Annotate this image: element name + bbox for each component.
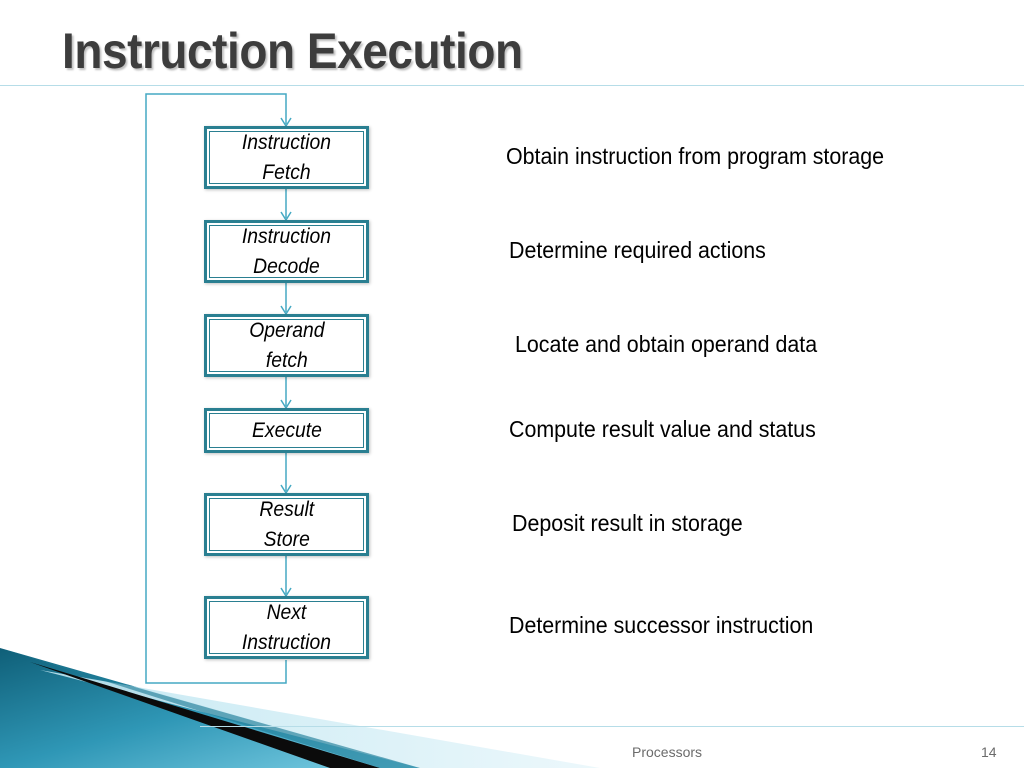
loop-back-line xyxy=(145,93,287,684)
stage-description: Determine successor instruction xyxy=(509,612,814,638)
stage-label: Execute xyxy=(251,418,322,442)
title-underline xyxy=(0,85,1024,86)
stage-label: Result Store xyxy=(259,497,314,551)
stage-box-operand-fetch: Operand fetch xyxy=(204,314,369,377)
stage-label: Operand fetch xyxy=(248,318,325,372)
stage-label: Instruction Fetch xyxy=(241,130,332,184)
slide-title: Instruction Execution xyxy=(62,23,523,79)
stage-box-execute: Execute xyxy=(204,408,369,453)
stage-box-instruction-decode: Instruction Decode xyxy=(204,220,369,283)
decorative-swoosh xyxy=(0,648,600,768)
footer-label: Processors xyxy=(632,744,703,760)
stage-label: Next Instruction xyxy=(241,600,332,654)
stage-box-instruction-fetch: Instruction Fetch xyxy=(204,126,369,189)
stage-box-next-instruction: Next Instruction xyxy=(204,596,369,659)
stage-box-result-store: Result Store xyxy=(204,493,369,556)
stage-description: Locate and obtain operand data xyxy=(515,331,818,357)
footer-divider xyxy=(200,726,1024,727)
stage-label: Instruction Decode xyxy=(241,224,332,278)
stage-description: Deposit result in storage xyxy=(512,510,743,536)
stage-description: Compute result value and status xyxy=(509,416,816,442)
stage-description: Obtain instruction from program storage xyxy=(506,143,885,169)
page-number: 14 xyxy=(981,744,997,760)
stage-description: Determine required actions xyxy=(509,237,766,263)
